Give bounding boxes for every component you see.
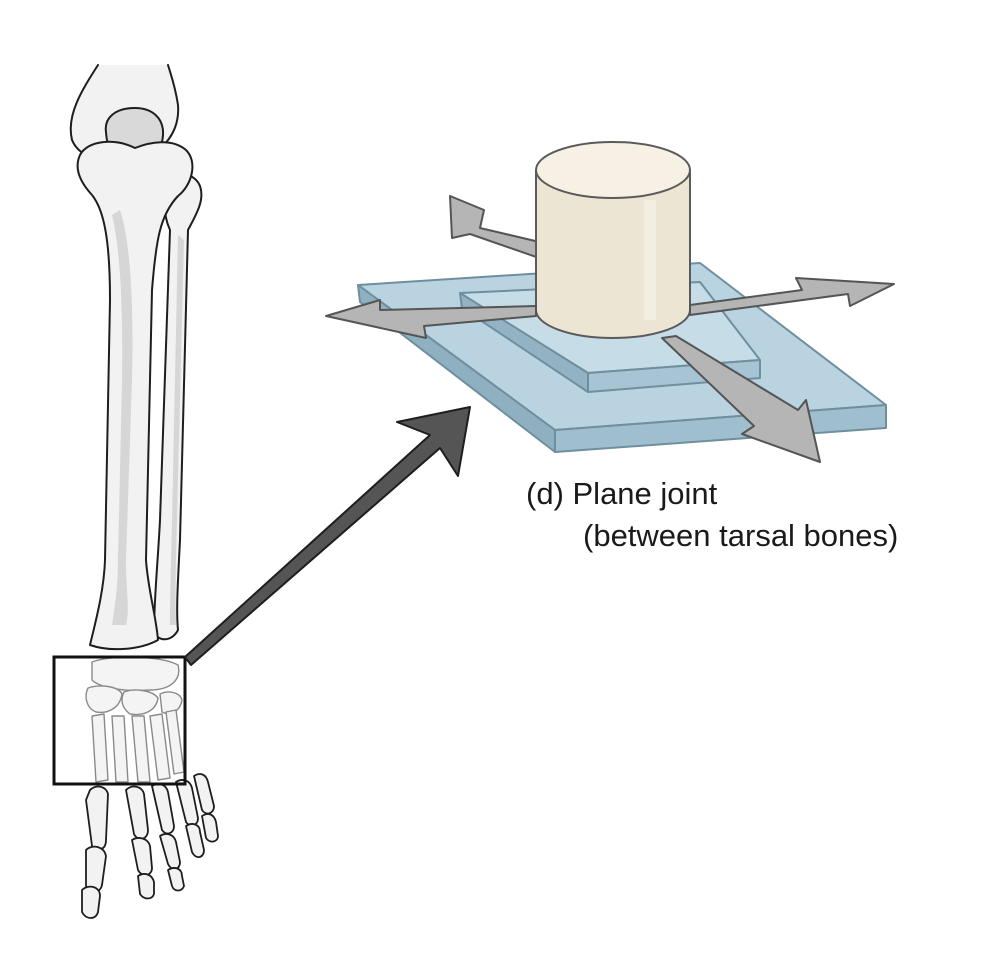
plane-joint-model [325,141,895,463]
tibia [76,140,194,651]
toe-bones [81,773,219,919]
caption-subtitle: (between tarsal bones) [583,518,899,553]
motion-arrow-upper-left [449,195,549,261]
cylinder [535,141,691,339]
motion-arrow-left [325,299,537,339]
tibia-shade [112,210,133,625]
tarsal-bones [85,656,185,783]
caption-title: (d) Plane joint [526,476,718,511]
highlight-box [52,655,187,786]
pointer-arrow [184,406,471,666]
leg-skeleton [69,64,219,919]
fibula-shade [170,235,184,625]
motion-arrow-right [689,277,895,316]
motion-arrow-lower-right [661,335,821,463]
